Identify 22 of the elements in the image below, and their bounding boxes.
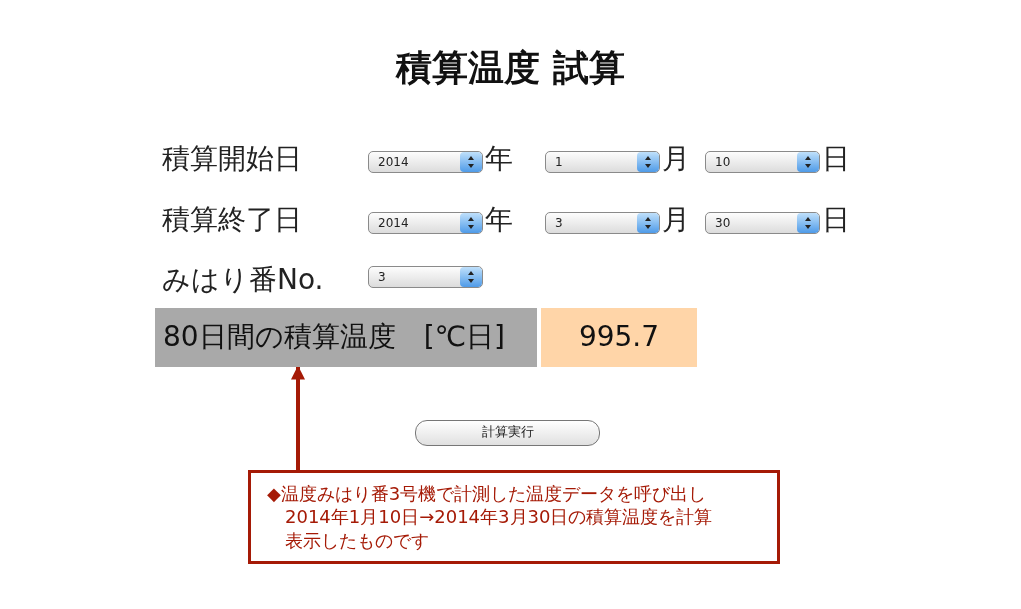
unit-text: 日 [822,202,850,238]
result-value-box: 995.7 [541,308,697,367]
note-box: ◆温度みはり番3号機で計測した温度データを呼び出し2014年1月10日→2014年3月30日の積算温度を計算表示したものです [248,470,780,564]
unit-text: 月 [662,141,690,177]
form-label: みはり番No. [162,262,324,298]
form-label: 積算開始日 [162,141,302,177]
dropdown: 1 [545,151,660,173]
result-label-box: 80日間の積算温度 [℃日] [155,308,537,367]
dropdown: 30 [705,212,820,234]
dropdown: 2014 [368,212,483,234]
dropdown: 10 [705,151,820,173]
form-label: 積算終了日 [162,202,302,238]
title: 積算温度 試算 [394,46,626,90]
unit-text: 年 [485,202,513,238]
dropdown: 3 [368,266,483,288]
arrow [291,365,305,470]
dropdown: 2014 [368,151,483,173]
unit-text: 年 [485,141,513,177]
unit-text: 日 [822,141,850,177]
calculate-button: 計算実行 [415,420,600,446]
dropdown: 3 [545,212,660,234]
unit-text: 月 [662,202,690,238]
